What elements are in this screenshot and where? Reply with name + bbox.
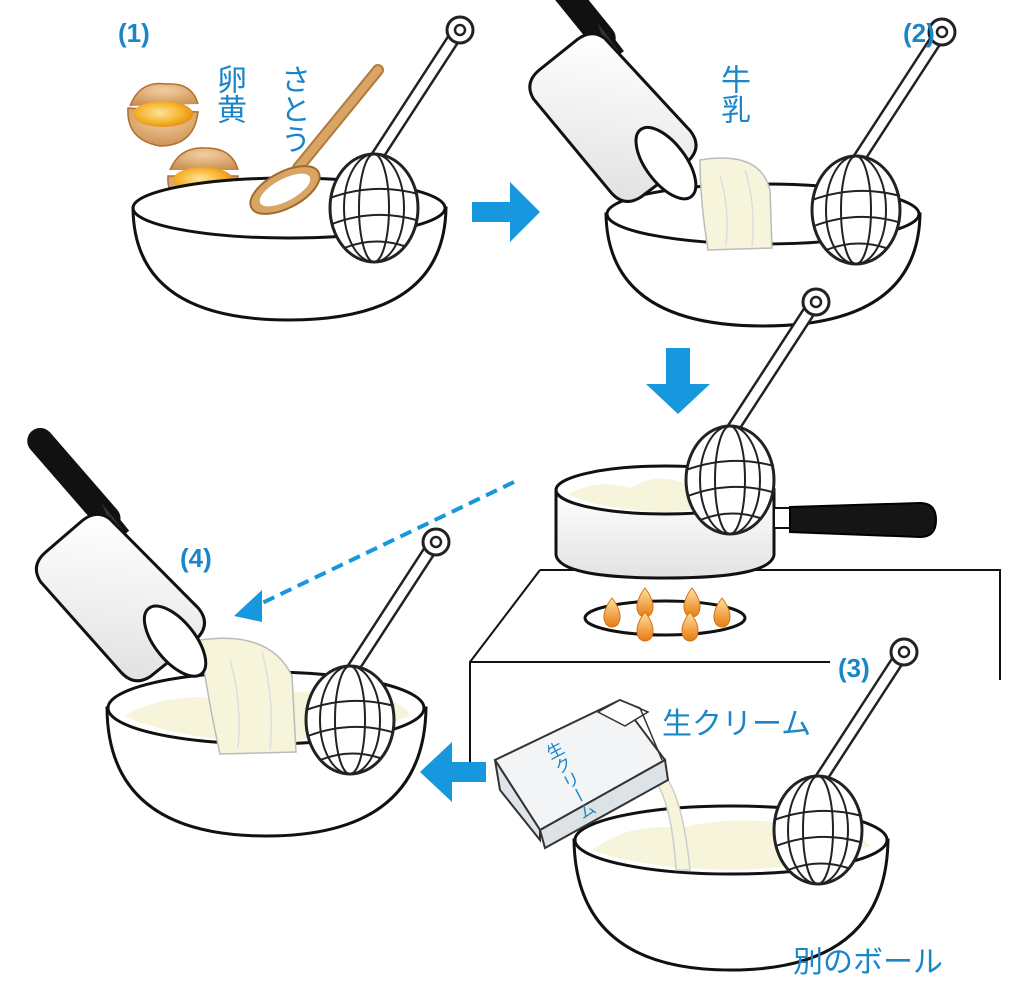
- step4-group: [16, 441, 449, 838]
- step1-group: [127, 17, 473, 322]
- arrow-1-to-2: [472, 182, 540, 242]
- separate-bowl-label: 別のボール: [793, 945, 943, 980]
- step-3-label: (3): [838, 653, 870, 683]
- step-1-label: (1): [118, 18, 150, 48]
- arrow-2-to-stove: [646, 348, 710, 414]
- egg-yolk-label: 卵黄: [211, 64, 246, 124]
- wooden-spoon: [249, 64, 384, 215]
- stove-group: [469, 289, 1001, 770]
- step3-group: [493, 639, 917, 972]
- arrow-3-to-4: [420, 742, 486, 802]
- sugar-label: さとう: [275, 64, 310, 154]
- step2-group: [506, 0, 955, 328]
- cream-carton: [493, 698, 670, 850]
- step-4-label: (4): [180, 543, 212, 573]
- milk-label: 牛乳: [715, 64, 750, 124]
- step-2-label: (2): [903, 18, 935, 48]
- egg-yolk-top: [127, 82, 199, 147]
- fresh-cream-label: 生クリーム: [662, 707, 812, 742]
- arrow-stove-to-4: [234, 480, 515, 622]
